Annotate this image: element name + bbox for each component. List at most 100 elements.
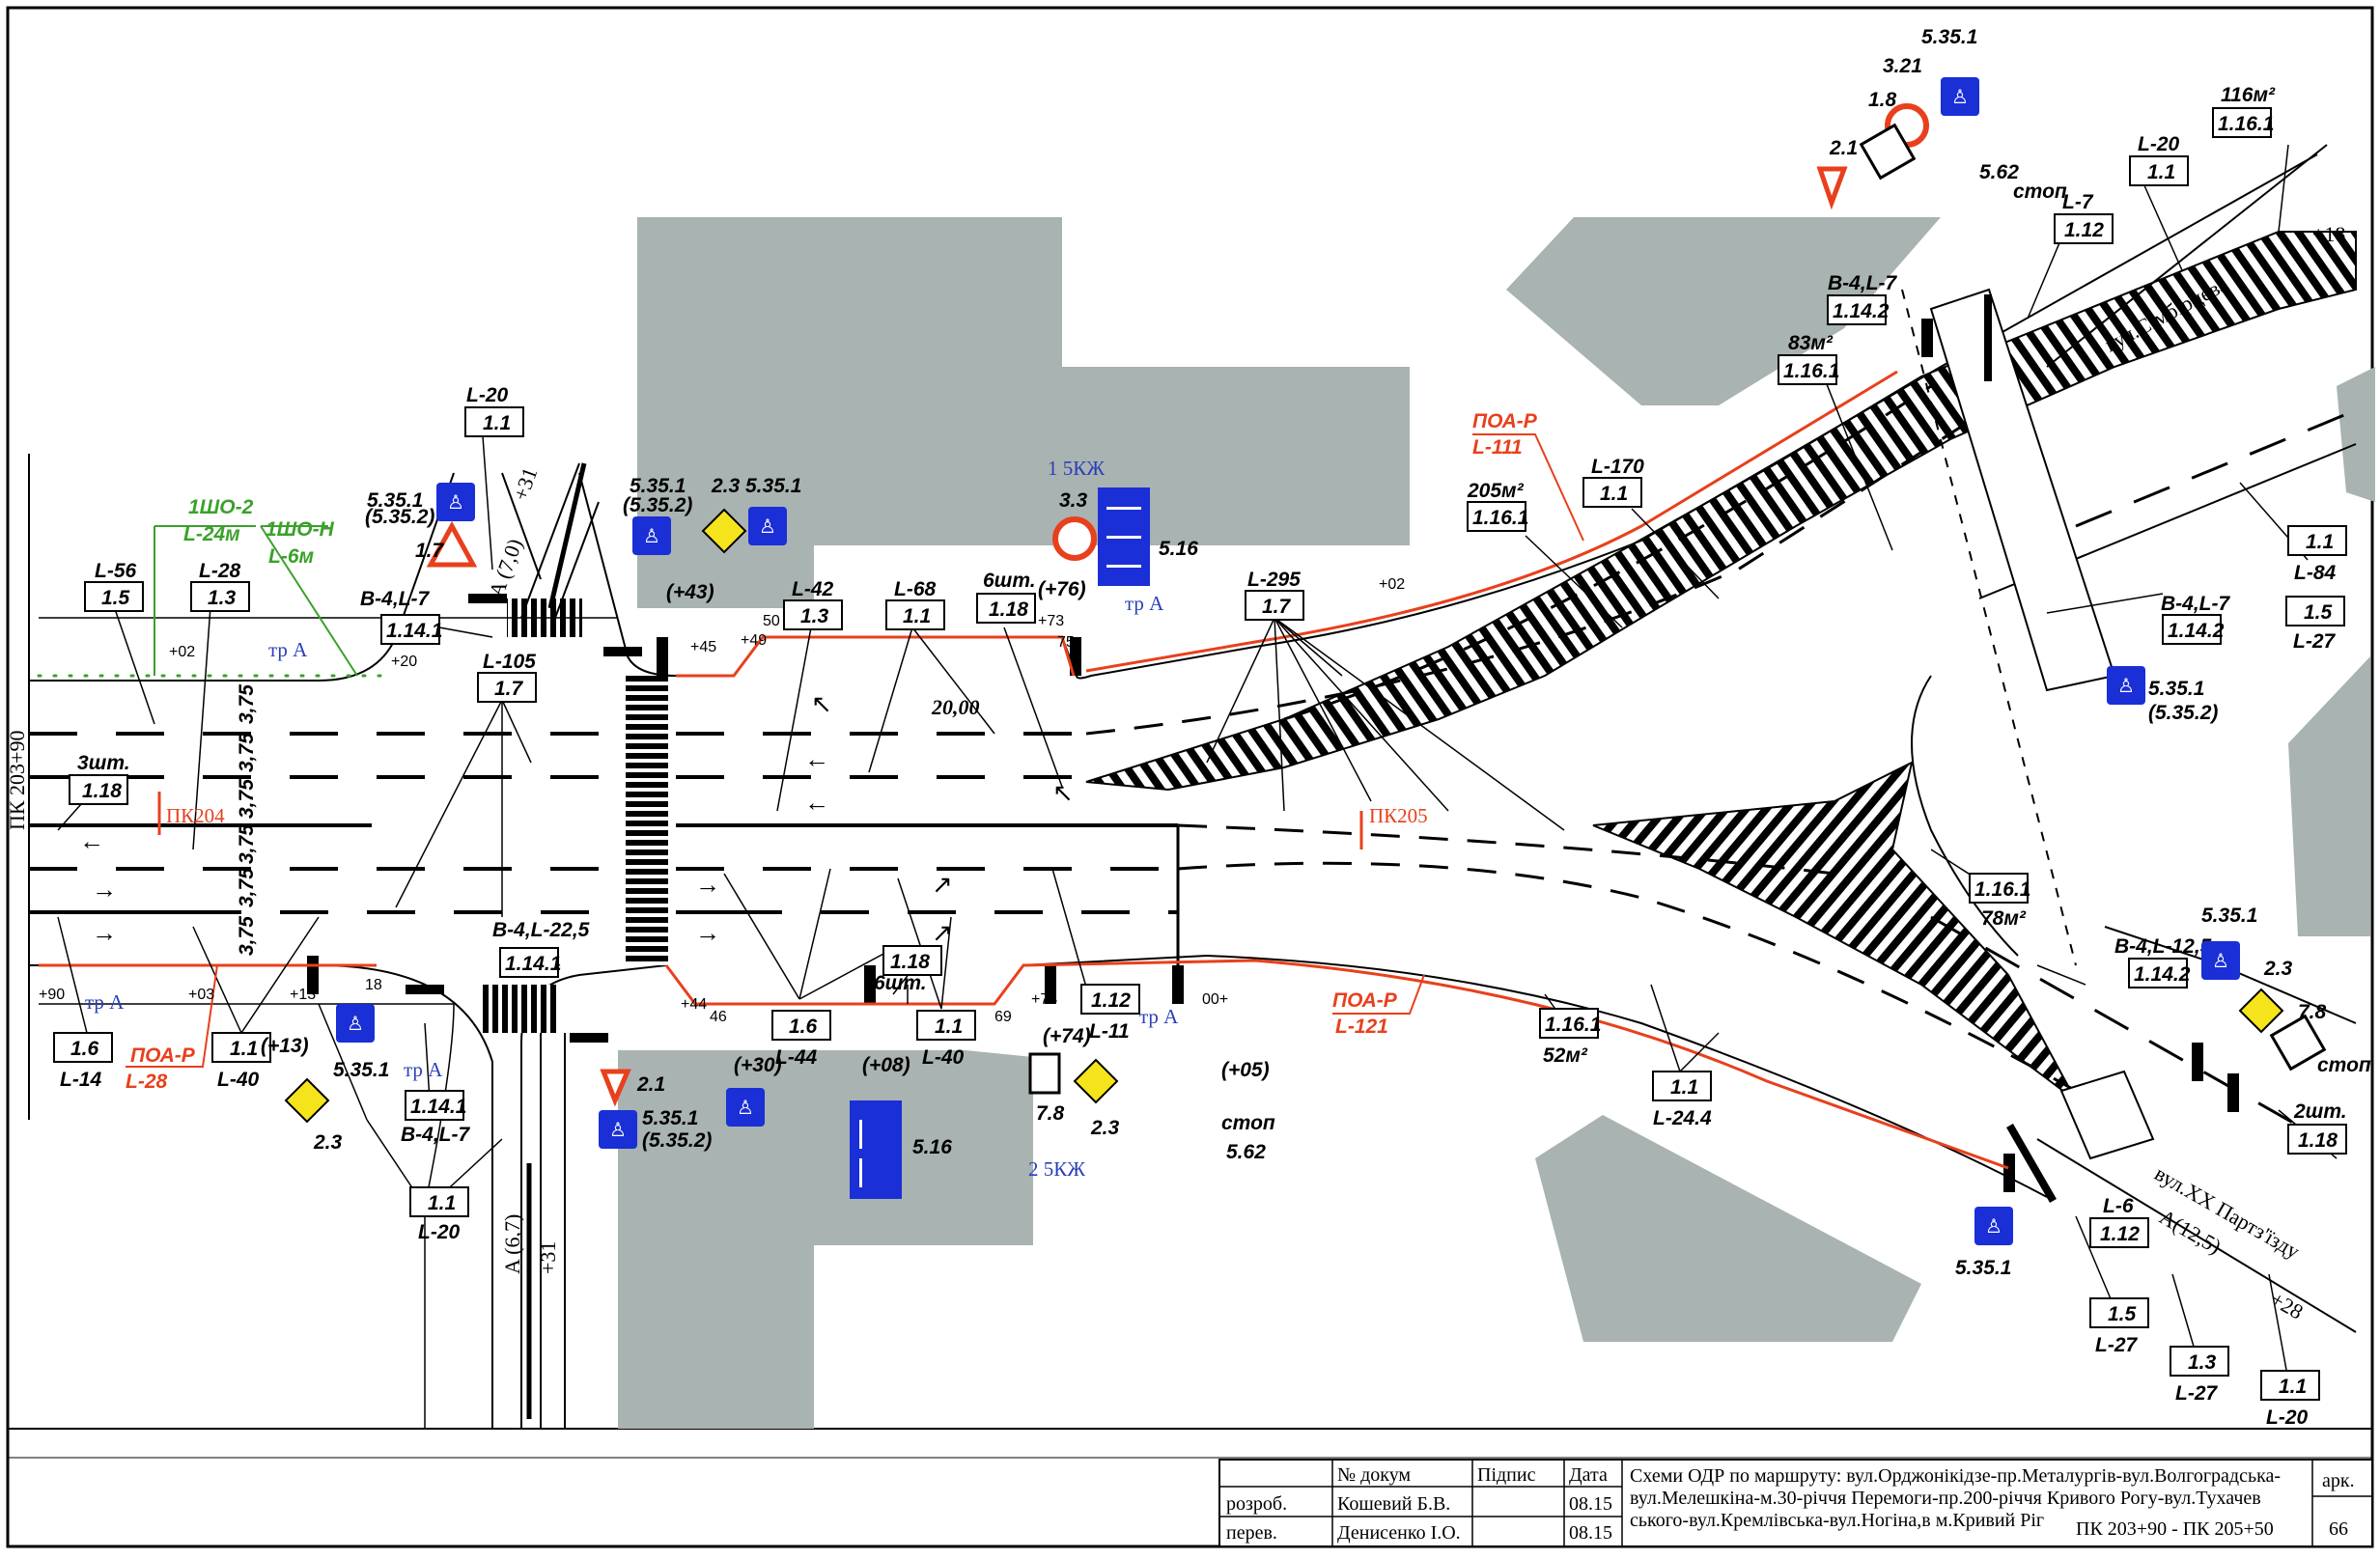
sign-lanes-516b <box>850 1100 902 1199</box>
hatched-island-bottom <box>1592 761 2077 1101</box>
t-m17a: 1.7 <box>494 678 524 700</box>
t-v4l225: В-4,L-22,5 <box>492 919 590 941</box>
blue-signs: ♙ ♙ ♙ ♙ ♙ ♙ ♙ ♙ ♙ ♙ <box>336 77 2240 1245</box>
t-stop-c: стоп <box>2317 1054 2371 1076</box>
t-l6: L-6 <box>2103 1195 2134 1217</box>
t-s30: (+30) <box>734 1054 782 1076</box>
t-green4: L-6м <box>268 545 315 568</box>
tb-role2: перев. <box>1226 1522 1277 1544</box>
t-l40b: L-40 <box>922 1046 965 1069</box>
t-m112a: 1.12 <box>2064 219 2104 241</box>
leader-31 <box>1051 868 1092 1005</box>
leader-5 <box>395 699 503 908</box>
chainage-labels: +02 +20 +45 +49 50 +73 75 +02 +90 +03 +1… <box>39 576 1405 1025</box>
t-l42: L-42 <box>792 578 834 600</box>
t-m118d: 1.18 <box>2298 1129 2338 1152</box>
crosswalk-bottom-left <box>483 985 560 1033</box>
ped-icon-9: ♙ <box>2212 951 2229 972</box>
t-s17: 1.7 <box>415 540 445 562</box>
t-m11i: 1.1 <box>1670 1076 1698 1099</box>
t-s78-a: 7.8 <box>1036 1102 1065 1125</box>
t-m1161a: 1.16.1 <box>1472 507 1528 529</box>
t-green1: 1ШО-2 <box>188 496 254 518</box>
box-m141b <box>405 1090 464 1121</box>
t-kzh1: 1 5КЖ <box>1048 457 1105 480</box>
sign-78-b <box>2269 1014 2327 1072</box>
t-area83: 83м² <box>1788 332 1834 354</box>
t-l295: L-295 <box>1247 569 1301 591</box>
t-m11h: 1.1 <box>935 1016 963 1038</box>
sign-23-c <box>1073 1058 1119 1104</box>
t-s5352-a: (5.35.2) <box>365 506 434 528</box>
t-green2: L-24м <box>183 523 240 545</box>
tb-date1: 08.15 <box>1569 1493 1612 1515</box>
ped-icon-4: ♙ <box>347 1014 364 1035</box>
t-stop-b: стоп <box>2013 181 2067 203</box>
t-poa-left2: L-28 <box>126 1071 168 1093</box>
t-s23-a: 2.3 <box>711 475 741 497</box>
t-l7: L-7 <box>2062 191 2094 213</box>
building-far-right <box>2288 656 2370 936</box>
t-tram2: тр А <box>85 990 125 1014</box>
sign-ped-6 <box>726 1088 765 1127</box>
leader-32 <box>940 916 952 1010</box>
leader-13 <box>1274 617 1372 802</box>
sign-23-b <box>284 1077 330 1124</box>
pedestrian-fences <box>39 370 2009 1170</box>
t-v4l7c: В-4,L-7 <box>2161 593 2230 615</box>
sign-21-a <box>600 1069 631 1107</box>
t-l20d: L-20 <box>2266 1406 2309 1429</box>
t-sht3: 3шт. <box>77 752 130 774</box>
t-s5351-b: 5.35.1 <box>630 475 686 497</box>
t-tram3: тр А <box>404 1058 443 1081</box>
stop-mark-3 <box>406 985 444 994</box>
box-m118c <box>882 945 942 976</box>
t-s33: 3.3 <box>1059 489 1088 512</box>
t-s562-a: 5.62 <box>1226 1141 1266 1163</box>
t-area78: 78м² <box>1981 907 2027 930</box>
box-m112a <box>2054 213 2114 244</box>
t-c69: 69 <box>994 1009 1012 1025</box>
leader-23 <box>2278 144 2289 233</box>
post-2 <box>1070 637 1081 676</box>
t-c13: +13 <box>290 987 316 1003</box>
sign-ped-2 <box>632 516 671 555</box>
box-m15c <box>2089 1297 2149 1328</box>
arrow-3 <box>1106 565 1141 568</box>
box-m11b <box>885 599 945 630</box>
t-m118c: 1.18 <box>890 951 930 973</box>
t-s321: 3.21 <box>1883 55 1922 77</box>
tb-name2: Денисенко І.О. <box>1337 1522 1461 1544</box>
t-green3: 1ШО-Н <box>266 518 335 541</box>
post-10 <box>2003 1154 2015 1192</box>
t-m11g: 1.1 <box>428 1192 456 1214</box>
t-l27c: L-27 <box>2175 1382 2219 1405</box>
t-m13c: 1.3 <box>2188 1351 2217 1374</box>
t-lane2: 3,75 <box>236 733 258 772</box>
t-l20b: L-20 <box>2138 133 2180 155</box>
t-m11f: 1.1 <box>230 1038 258 1060</box>
building-top-right <box>1506 217 1941 405</box>
sign-33 <box>1052 516 1097 561</box>
t-s5352-g: (5.35.2) <box>2148 702 2218 724</box>
hatched-island-top <box>1085 231 2357 792</box>
t-l28: L-28 <box>199 560 241 582</box>
t-l105: L-105 <box>483 651 536 673</box>
dash-curve-top <box>1085 413 1980 736</box>
t-m13a: 1.3 <box>208 587 237 609</box>
t-kzh2: 2 5КЖ <box>1028 1157 1085 1181</box>
green-labels: 1ШО-2 L-24м 1ШО-Н L-6м <box>154 496 358 677</box>
arrow-left-1: ← <box>79 826 104 855</box>
dash-curve-mid <box>1177 823 1835 876</box>
ped-icon-5: ♙ <box>609 1120 627 1141</box>
t-s5351-f: 5.35.1 <box>1921 26 1977 48</box>
sheet-frame <box>6 6 2374 1548</box>
t-s76: (+76) <box>1038 578 1086 600</box>
marking-texts: L-56 1.5 L-28 1.3 L-20 1.1 В-4,L-7 1.14.… <box>60 84 2347 1429</box>
arrow-left-5: ↖ <box>1052 778 1074 807</box>
t-lane1: 3,75 <box>236 684 258 724</box>
tb-desc1: Схеми ОДР по маршруту: вул.Орджонікідзе-… <box>1630 1465 2281 1487</box>
sign-ped-3 <box>748 507 787 545</box>
t-m141b: 1.14.1 <box>410 1096 466 1118</box>
